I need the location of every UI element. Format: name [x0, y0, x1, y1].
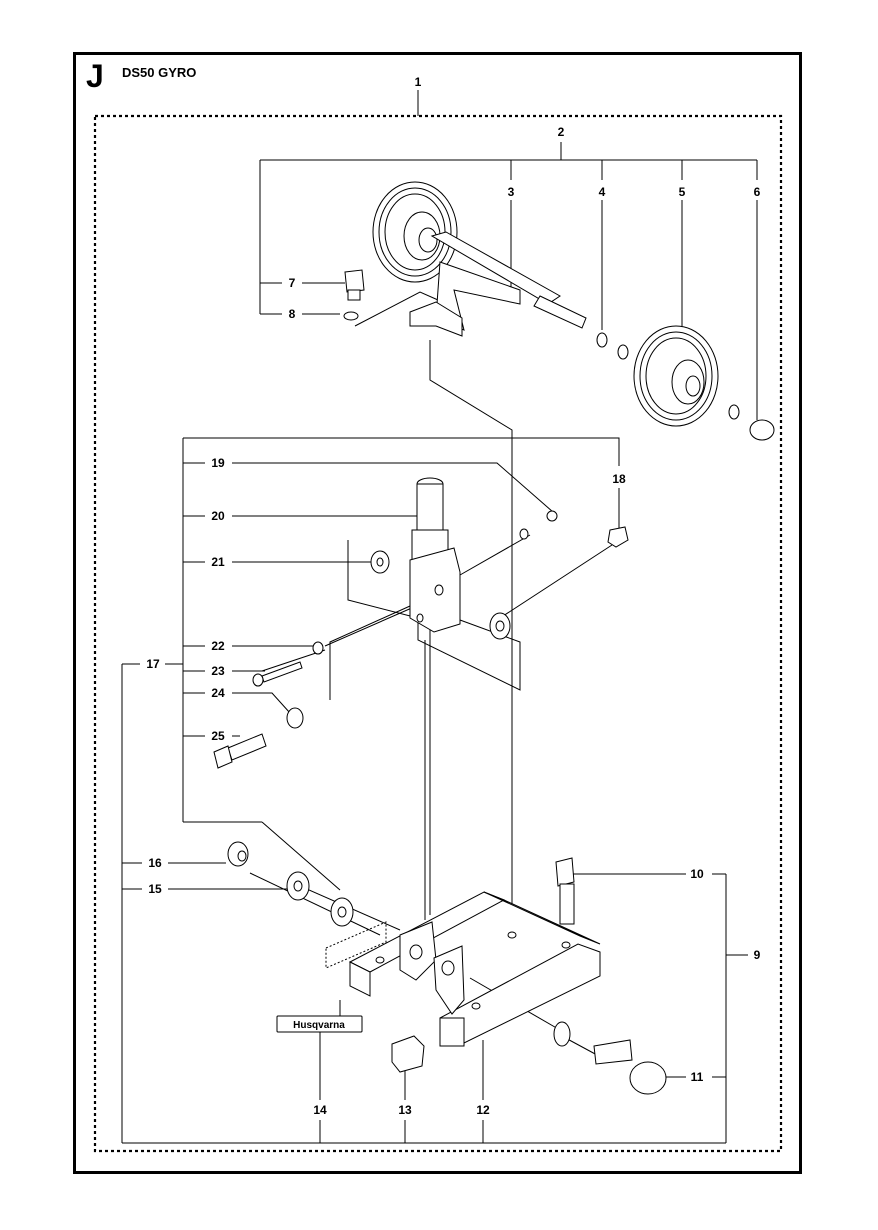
column-head [213, 477, 629, 769]
callout-24: 24 [211, 686, 225, 700]
callout-15: 15 [148, 882, 162, 896]
callout-14: 14 [313, 1103, 327, 1117]
section-letter: J [86, 58, 104, 94]
callout-23: 23 [211, 664, 225, 678]
callout-21: 21 [211, 555, 225, 569]
callout-6: 6 [754, 185, 761, 199]
callout-20: 20 [211, 509, 225, 523]
callout-13: 13 [398, 1103, 412, 1117]
callout-12: 12 [476, 1103, 490, 1117]
callout-18: 18 [612, 472, 626, 486]
callout-1: 1 [415, 75, 422, 89]
model-name: DS50 GYRO [122, 65, 197, 80]
wheel-axle-assembly [343, 181, 775, 441]
callout-8: 8 [289, 307, 296, 321]
callout-10: 10 [690, 867, 704, 881]
callout-19: 19 [211, 456, 225, 470]
base-frame [227, 841, 667, 1095]
callout-5: 5 [679, 185, 686, 199]
callout-22: 22 [211, 639, 225, 653]
leader-lines [121, 90, 758, 1144]
callout-16: 16 [148, 856, 162, 870]
callout-17: 17 [146, 657, 160, 671]
callout-25: 25 [211, 729, 225, 743]
brand-label: Husqvarna [293, 1020, 345, 1031]
callout-3: 3 [508, 185, 515, 199]
callout-11: 11 [691, 1070, 704, 1084]
brand-decal: Husqvarna [276, 1015, 363, 1033]
callout-4: 4 [599, 185, 606, 199]
drawing-frame [73, 52, 802, 1174]
assembly-boundary [93, 114, 783, 1153]
callout-2: 2 [558, 125, 565, 139]
callout-9: 9 [754, 948, 761, 962]
callout-numbers: 1 2 3 4 5 6 7 8 9 10 11 12 13 14 15 16 1… [146, 75, 760, 1117]
callout-7: 7 [289, 276, 296, 290]
